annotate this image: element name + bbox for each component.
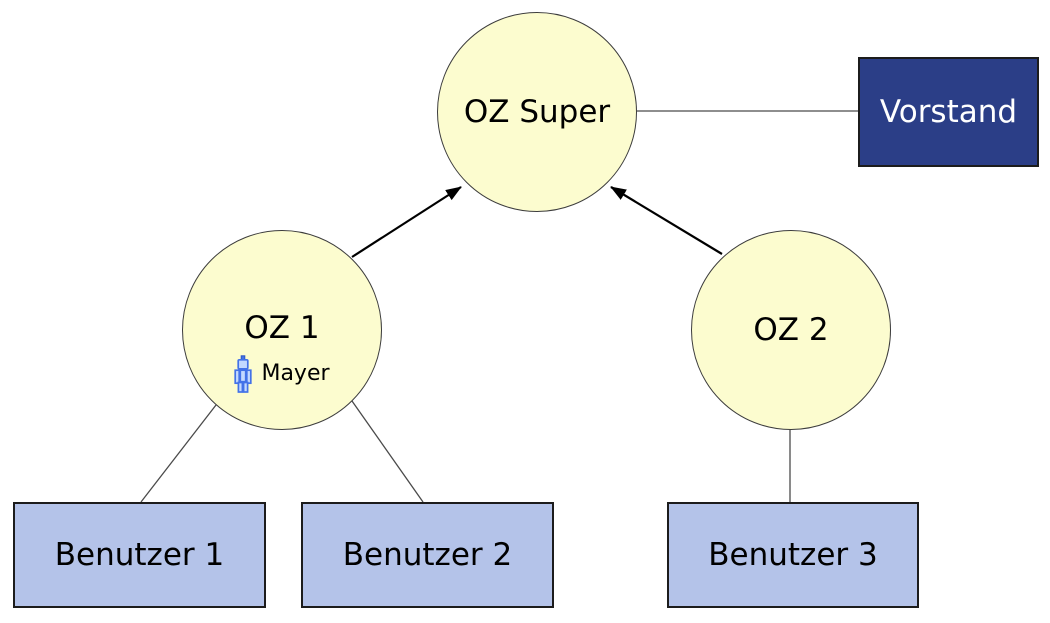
node-benutzer-1[interactable]: Benutzer 1 (13, 502, 266, 608)
node-oz-super-label: OZ Super (463, 94, 611, 130)
node-oz-2[interactable]: OZ 2 (691, 230, 891, 430)
node-oz-1-label: OZ 1 (244, 310, 320, 346)
node-oz-super[interactable]: OZ Super (437, 12, 637, 212)
person-label: Mayer (261, 361, 330, 386)
node-vorstand[interactable]: Vorstand (858, 57, 1039, 167)
node-oz-2-label: OZ 2 (753, 312, 829, 348)
edge-oz-1-to-oz-super-arrow (351, 186, 462, 258)
node-benutzer-2[interactable]: Benutzer 2 (301, 502, 554, 608)
person-assignment-row: Mayer (234, 355, 330, 393)
edge-oz-1-to-benutzer-2 (351, 400, 424, 503)
node-benutzer-2-label: Benutzer 2 (342, 537, 513, 573)
node-vorstand-label: Vorstand (879, 94, 1018, 130)
node-oz-1[interactable]: OZ 1 Mayer (182, 230, 382, 430)
node-benutzer-3-label: Benutzer 3 (708, 537, 878, 573)
node-benutzer-1-label: Benutzer 1 (54, 537, 225, 573)
person-icon (234, 355, 253, 393)
edge-oz-2-to-oz-super-arrow (610, 186, 723, 255)
edge-oz-1-to-benutzer-1 (140, 404, 217, 503)
node-benutzer-3[interactable]: Benutzer 3 (667, 502, 919, 608)
